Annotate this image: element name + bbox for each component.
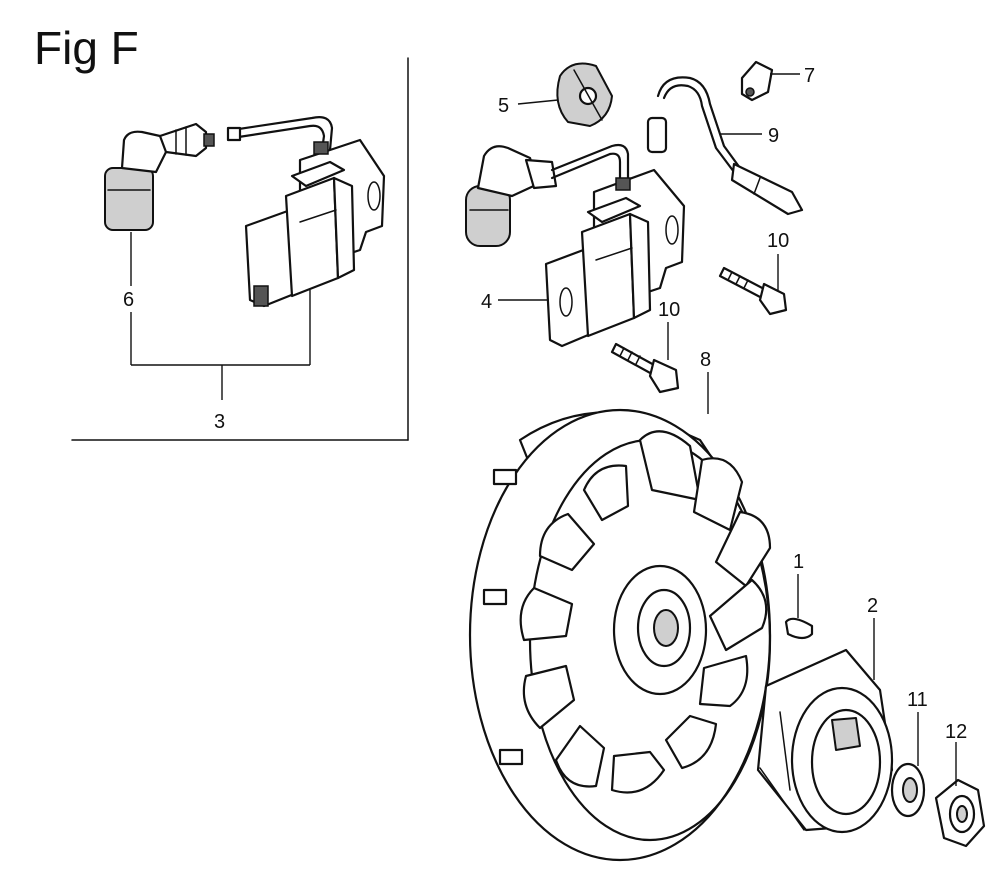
inset-spark-plug-cap — [104, 122, 215, 231]
callout-4: 4 — [481, 291, 492, 313]
callout-3: 3 — [214, 411, 225, 433]
callout-5: 5 — [498, 95, 509, 117]
main-spark-plug-cap — [465, 145, 558, 247]
terminal-clip — [740, 60, 774, 102]
starter-pulley — [756, 648, 894, 834]
flywheel-vanes — [519, 430, 772, 794]
flange-bolt-upper — [718, 266, 788, 316]
inset-leaders — [130, 232, 311, 400]
callout-12: 12 — [945, 721, 967, 743]
stop-switch-wire — [646, 76, 804, 216]
flange-bolt-lower — [610, 342, 680, 394]
callout-10-upper: 10 — [767, 230, 789, 252]
callout-11: 11 — [907, 689, 928, 711]
main-leaders — [498, 73, 957, 786]
woodruff-key — [784, 617, 814, 640]
callout-8: 8 — [700, 349, 711, 371]
callout-10-lower: 10 — [658, 299, 680, 321]
wire-grommet — [556, 62, 613, 127]
callout-6: 6 — [123, 289, 134, 311]
callout-1: 1 — [793, 551, 804, 573]
main-ignition-coil — [544, 143, 686, 348]
inset-frame — [71, 57, 409, 441]
inset-ignition-coil — [226, 116, 386, 308]
callout-2: 2 — [867, 595, 878, 617]
callout-7: 7 — [804, 65, 815, 87]
flange-nut — [934, 778, 986, 848]
callout-9: 9 — [768, 125, 779, 147]
flywheel — [468, 408, 772, 862]
washer — [890, 762, 926, 818]
figure-title: Fig F — [34, 22, 139, 74]
